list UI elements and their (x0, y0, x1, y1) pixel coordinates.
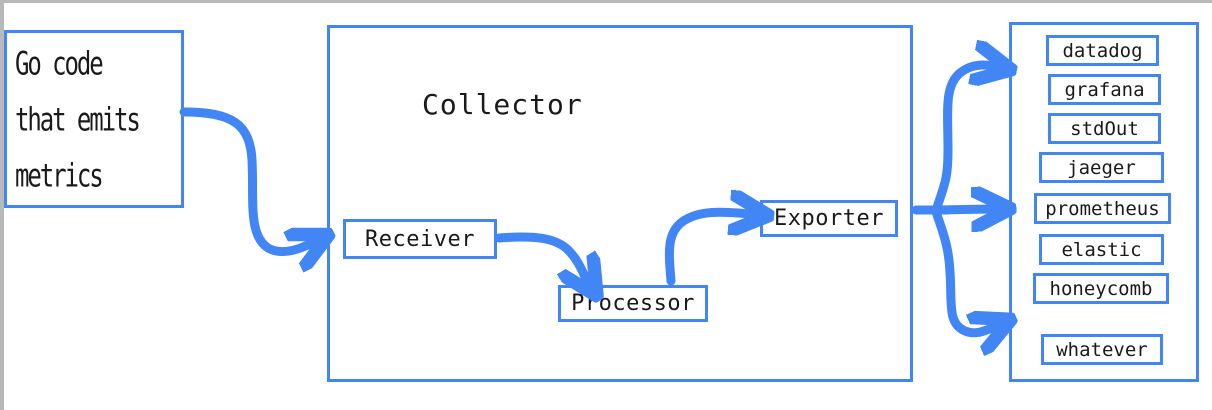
exporter-box[interactable]: Exporter (760, 200, 898, 237)
backends-container[interactable]: datadog grafana stdOut jaeger prometheus elas… (1009, 22, 1199, 382)
arrow-collector-to-backends-down (931, 207, 994, 333)
source-code-box[interactable]: Go code that emits metrics (4, 30, 184, 208)
backend-item[interactable]: stdOut (1048, 113, 1161, 144)
backend-item-label: prometheus (1045, 197, 1160, 220)
backend-item[interactable]: datadog (1046, 35, 1159, 66)
arrow-collector-to-backends-straight (931, 209, 992, 210)
source-line-3: metrics (15, 157, 104, 196)
backend-item-label: stdOut (1070, 117, 1139, 140)
collector-title: Collector (422, 88, 583, 121)
backend-item-label: honeycomb (1049, 277, 1153, 300)
backend-item[interactable]: jaeger (1039, 152, 1164, 183)
backend-item[interactable]: elastic (1039, 234, 1164, 265)
receiver-box[interactable]: Receiver (343, 219, 497, 259)
exporter-label: Exporter (774, 206, 884, 231)
backend-item[interactable]: honeycomb (1033, 273, 1169, 304)
backend-item-label: elastic (1061, 238, 1142, 261)
page-frame-left-edge (0, 0, 4, 410)
receiver-label: Receiver (365, 226, 475, 252)
processor-box[interactable]: Processor (558, 285, 708, 322)
backend-item[interactable]: grafana (1048, 74, 1161, 105)
backend-item-label: grafana (1064, 78, 1145, 101)
source-line-2: that emits (15, 101, 141, 140)
arrow-source-to-receiver (179, 107, 312, 252)
backend-item[interactable]: prometheus (1034, 193, 1171, 224)
backend-item[interactable]: whatever (1041, 334, 1163, 365)
arrow-collector-to-backends-up (931, 65, 993, 215)
backend-item-label: whatever (1056, 338, 1148, 361)
backend-item-label: datadog (1062, 39, 1143, 62)
backend-item-label: jaeger (1067, 156, 1136, 179)
page-frame-top-edge (0, 0, 1212, 3)
collector-container[interactable]: Collector (327, 25, 913, 382)
source-line-1: Go code (15, 45, 104, 84)
processor-label: Processor (571, 291, 695, 316)
